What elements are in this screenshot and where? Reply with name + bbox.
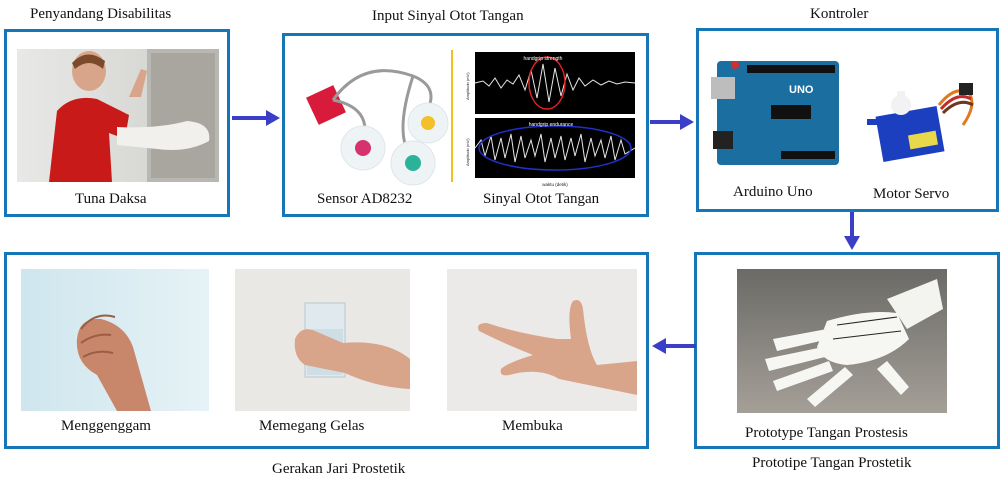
caption-sinyal-otot: Sinyal Otot Tangan (483, 191, 600, 207)
servo-photo (859, 75, 981, 167)
caption-membuka: Membuka (502, 418, 563, 434)
box-tuna-daksa: Tuna Daksa (4, 29, 230, 217)
box-input-sinyal: handgrip strength handgrip endurance Amp… (282, 33, 649, 217)
prosthetic-hand-photo (737, 269, 947, 413)
caption-memegang-gelas: Memegang Gelas (259, 418, 365, 434)
box-kontroler: UNO Arduino Uno Motor Servo (696, 28, 999, 212)
caption-sensor-ad8232: Sensor AD8232 (317, 191, 413, 207)
arrow-right-2 (650, 114, 694, 130)
title-input-sinyal: Input Sinyal Otot Tangan (372, 8, 524, 24)
label-prototipe-tangan: Prototipe Tangan Prostetik (752, 455, 912, 471)
caption-prototype: Prototype Tangan Prostesis (745, 425, 908, 441)
arduino-uno-text: UNO (789, 84, 814, 96)
caption-motor-servo: Motor Servo (873, 186, 950, 202)
person-photo (17, 49, 219, 182)
box-prototype: Prototype Tangan Prostesis (694, 252, 1000, 449)
arrow-down (844, 212, 860, 250)
title-kontroler: Kontroler (810, 6, 869, 22)
box-gerakan: Menggenggam Memegang Gelas Membuka (4, 252, 649, 449)
arrow-right-1 (232, 110, 280, 126)
emg-signal-chart: handgrip strength handgrip endurance Amp… (463, 50, 637, 190)
caption-tuna-daksa: Tuna Daksa (75, 191, 147, 207)
caption-menggenggam: Menggenggam (61, 418, 151, 434)
caption-arduino-uno: Arduino Uno (733, 184, 813, 200)
x-axis-label: waktu (detik) (542, 182, 568, 187)
chart-top-title: handgrip strength (524, 56, 563, 62)
arrow-left (652, 338, 696, 354)
label-gerakan-jari: Gerakan Jari Prostetik (272, 461, 406, 477)
y-axis-label-top: Amplitudo (mV) (465, 72, 470, 100)
arduino-photo: UNO (711, 51, 843, 169)
y-axis-label-bottom: Amplitudo (mV) (465, 138, 470, 166)
photo-menggenggam (21, 269, 209, 411)
title-penyandang-disabilitas: Penyandang Disabilitas (30, 6, 172, 22)
photo-membuka (447, 269, 637, 411)
sensor-photo (293, 48, 451, 188)
chart-bottom-title: handgrip endurance (529, 122, 574, 128)
photo-memegang-gelas (235, 269, 410, 411)
